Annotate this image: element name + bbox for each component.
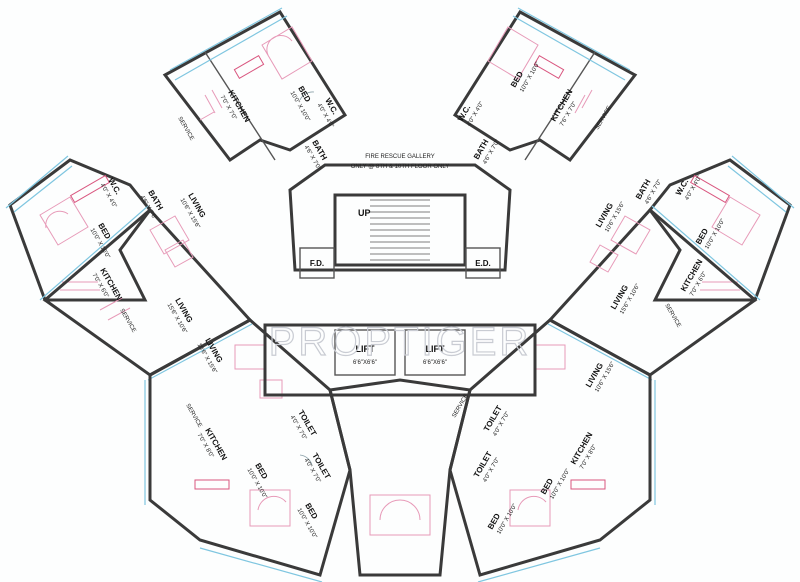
wing-bottom-right (448, 318, 656, 582)
room-ml-living: LIVING 15'6" X 10'6" (165, 297, 194, 335)
wing-top-left (162, 7, 348, 163)
wing-right (648, 155, 795, 302)
room-mr-living: LIVING 15'6" X 10'6" (609, 283, 642, 315)
lift-1-dim: 6'6"X6'6" (353, 360, 377, 366)
room-br-bed-a: BED 10'0" X 10'0" (486, 503, 519, 535)
room-tl-kitchen: KITCHEN 7'0" X 7'0" (218, 89, 251, 124)
gallery-note-line-2: ONLY @ 8TH & 10TH FLOOR ONLY (351, 164, 449, 170)
lift-2-label: LIFT (426, 344, 445, 354)
room-br-toilet-a: TOILET 4'0" X 7'0" (482, 404, 511, 438)
room-br-kitchen: KITCHEN 7'0" X 8'0" (569, 431, 598, 471)
wing-bottom-left (144, 318, 352, 582)
lift-1-label: LIFT (356, 344, 375, 354)
service-tag: SERVICE (184, 403, 202, 429)
room-l-living: LIVING 10'6" X 15'6" (178, 192, 207, 230)
wing-bottom-center (328, 378, 472, 577)
room-tl-wc: W.C. 4'0" X 4'0" (315, 97, 339, 130)
electric-duct-label: E.D. (475, 259, 491, 268)
room-bc-toilet: TOILET 4'0" X 7'0" (302, 452, 332, 485)
service-tag: SERVICE (118, 308, 136, 334)
fire-duct-label: F.D. (310, 259, 324, 268)
service-tag: SERVICE (176, 116, 194, 142)
service-tag: SERVICE (595, 105, 613, 131)
room-bc-bed: BED 10'0" X 10'0" (295, 502, 319, 540)
stair-label: UP (358, 208, 371, 218)
room-tl-bed: BED 10'0" X 10'0" (288, 85, 312, 123)
lift-2-dim: 6'6"X6'6" (423, 360, 447, 366)
core (263, 163, 537, 397)
room-br-toilet-b: TOILET 4'0" X 7'0" (472, 450, 501, 484)
room-br-bed-b: BED 10'0" X 10'0" (539, 468, 572, 500)
room-tr-wc: W.C. 4'0" X 4'0" (456, 101, 485, 128)
wing-mid-right (547, 205, 761, 381)
svg-text:4'0" X 4'0": 4'0" X 4'0" (466, 101, 485, 128)
service-tag: SERVICE (663, 303, 681, 329)
room-bl-toilet: TOILET 4'0" X 7'0" (288, 409, 318, 442)
room-r-living: LIVING 10'6" X 15'6" (594, 201, 627, 233)
room-br-living: LIVING 10'6" X 15'6" (584, 361, 617, 393)
room-tr-kitchen: KITCHEN 7'6" X 7'0" (549, 88, 578, 128)
room-r-kitchen: KITCHEN 7'0" X 6'0" (679, 258, 708, 298)
lift-2: LIFT 6'6"X6'6" (423, 344, 447, 366)
room-r-bed: BED 10'0" X 10'0" (694, 218, 727, 250)
room-bl-living: LIVING 10'6" X 15'6" (195, 337, 224, 375)
gallery-note-line-1: FIRE RESCUE GALLERY (365, 154, 435, 160)
room-tr-bath: BATH 4'6" X 7'0" (472, 138, 501, 166)
gallery-note: FIRE RESCUE GALLERY ONLY @ 8TH & 10TH FL… (351, 154, 449, 170)
wing-top-right (452, 7, 638, 163)
lift-1: LIFT 6'6"X6'6" (353, 344, 377, 366)
room-bl-kitchen: KITCHEN 7'0" X 8'0" (195, 427, 228, 462)
watermark: PROPTIGER (269, 320, 532, 364)
